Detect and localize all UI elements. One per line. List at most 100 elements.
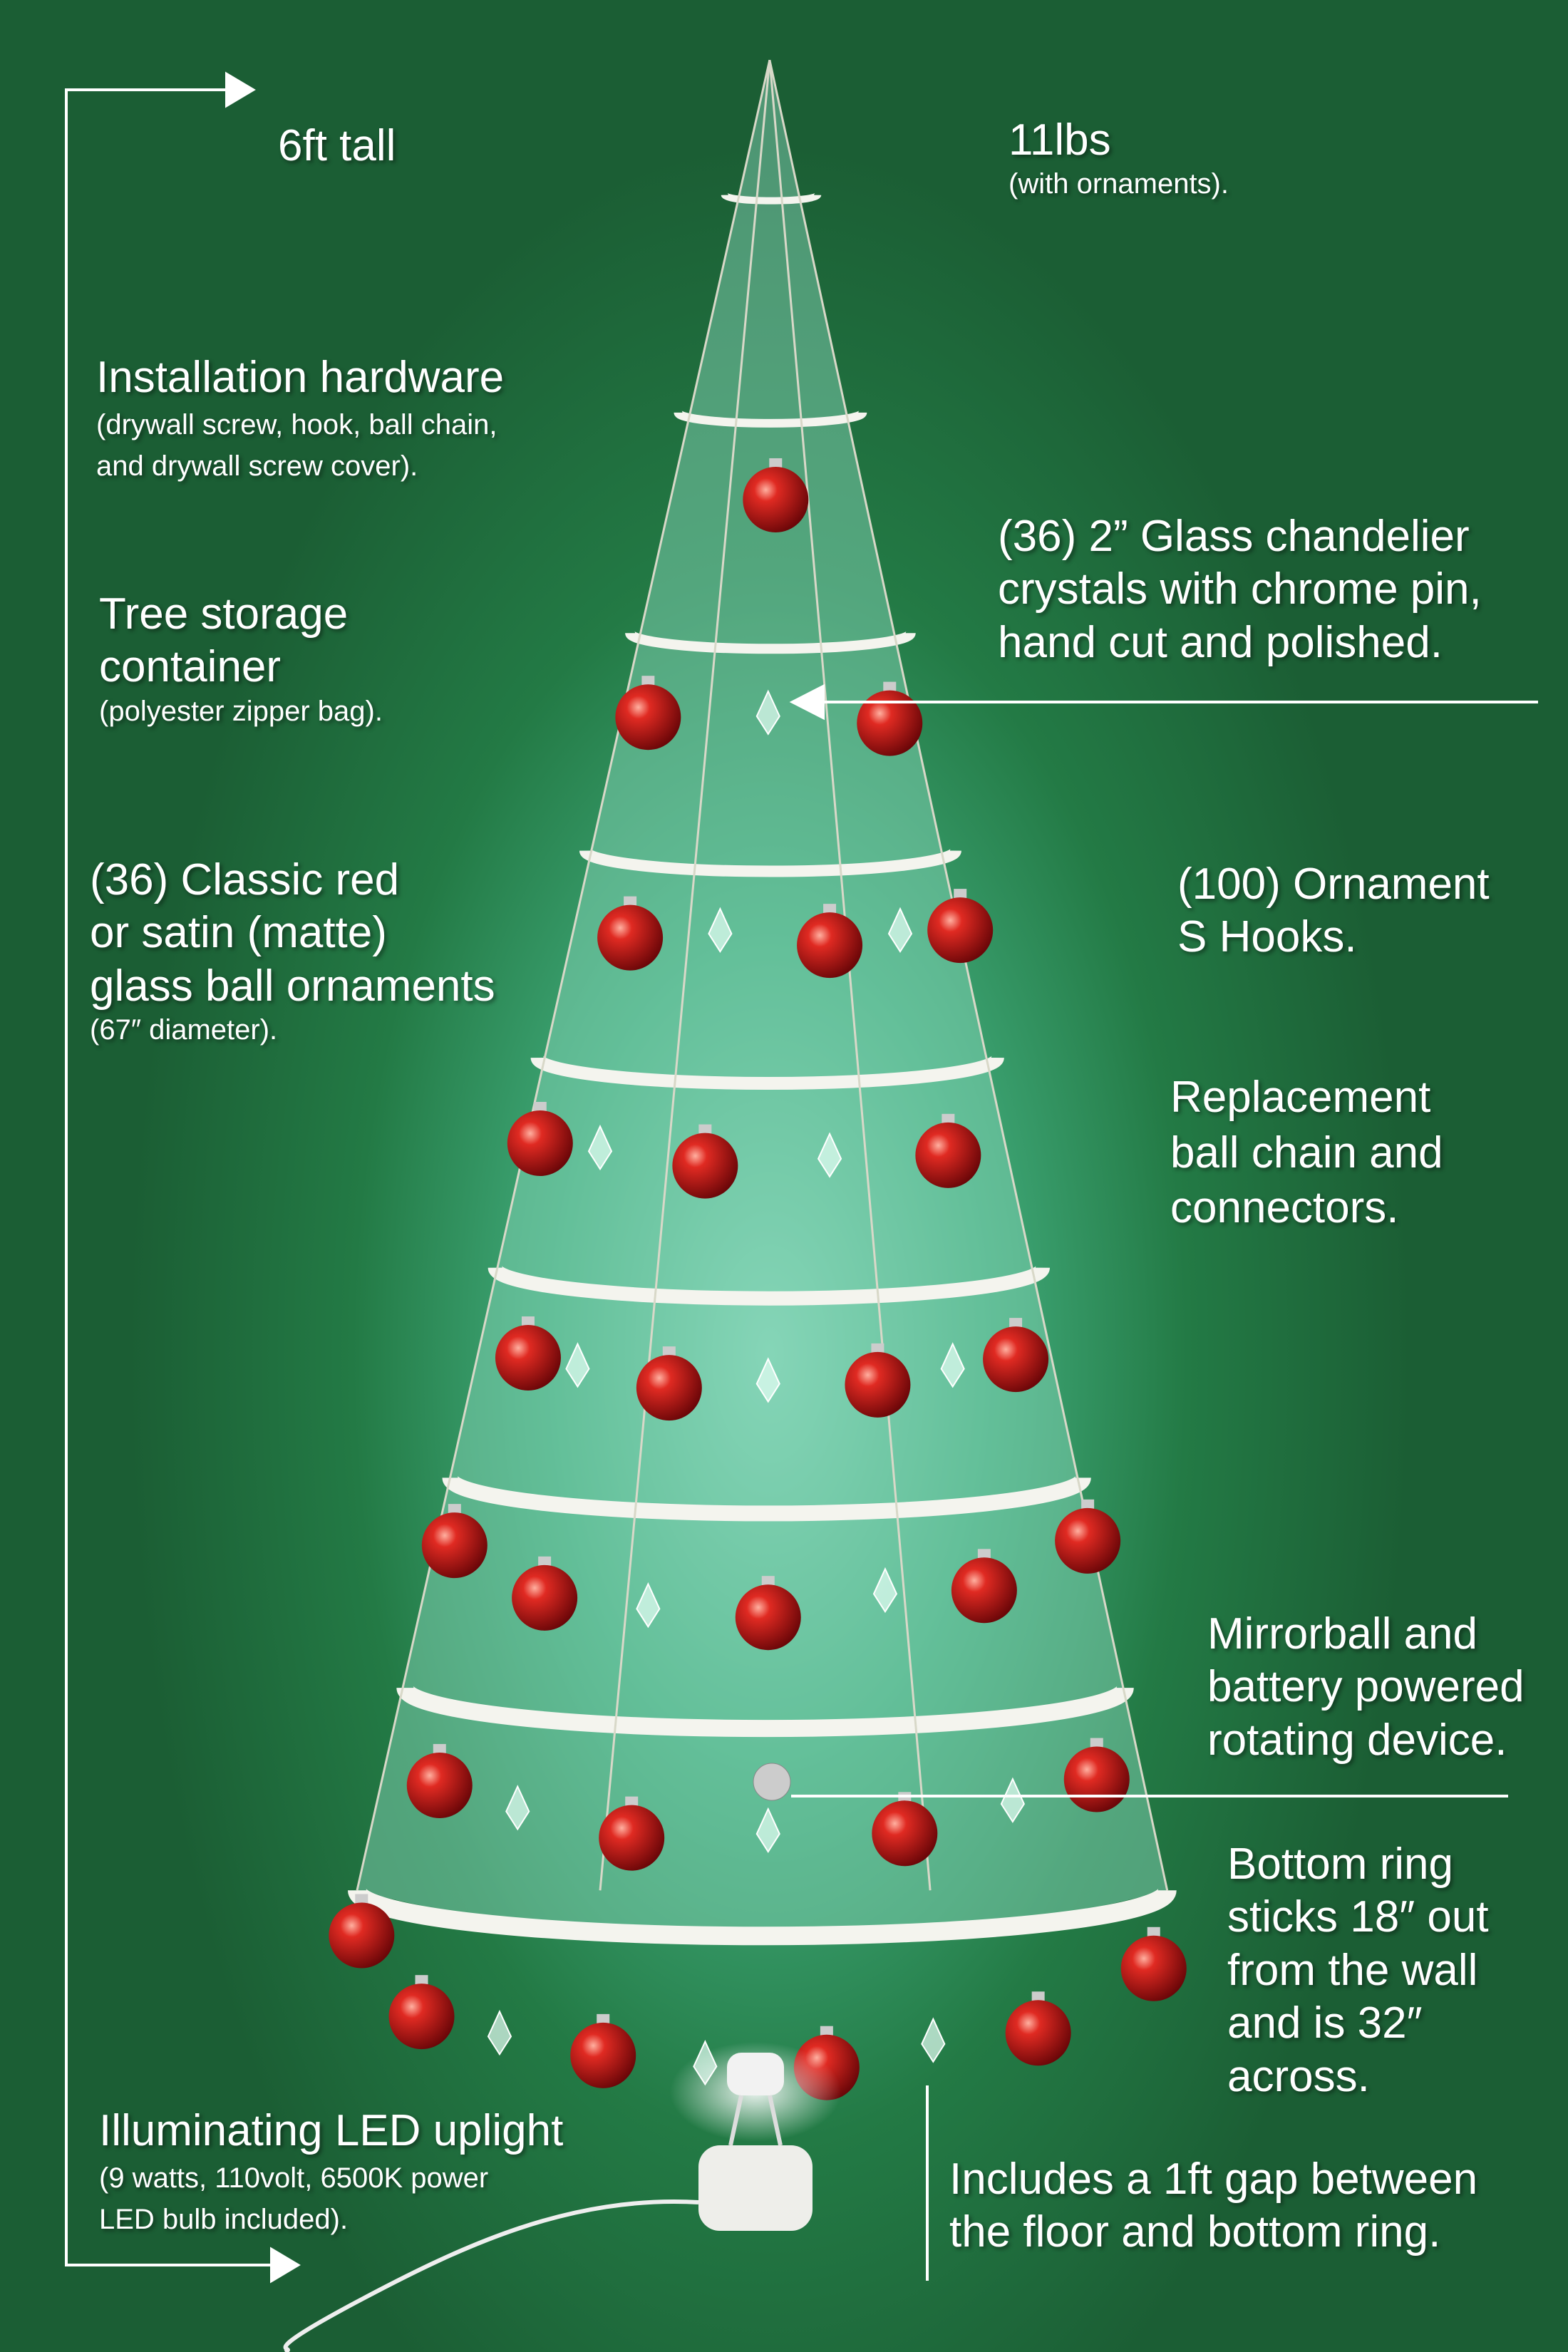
ornament-cap [769,458,783,468]
ball-chain [768,60,932,1891]
ball-chain [599,60,771,1891]
chain-block: Replacement ball chain and connectors. [1170,1070,1443,1236]
ornament-cap [415,1975,428,1986]
red-ornament-ball [927,897,994,964]
storage-detail: (polyester zipper bag). [99,695,383,727]
weight-note: (with ornaments). [1009,168,1229,200]
ornament-cap [597,2013,610,2024]
gap-block: Includes a 1ft gap between the floor and… [949,2153,1477,2259]
glass-crystal [940,1342,965,1388]
red-ornament-ball [570,2022,636,2088]
tree-cone [356,60,1167,1943]
hooks-line: S Hooks. [1177,912,1357,962]
crystals-line: (36) 2” Glass chandelier [998,512,1470,561]
mirrorball-line: Mirrorball and [1207,1609,1478,1659]
mirrorball-block: Mirrorball and battery powered rotating … [1207,1608,1525,1767]
ornaments-line: glass ball ornaments [90,961,495,1011]
gap-line: the floor and bottom ring. [949,2207,1441,2257]
uplight-title: Illuminating LED uplight [99,2106,564,2155]
hardware-block: Installation hardware (drywall screw, ho… [96,351,504,487]
red-ornament-ball [495,1325,561,1391]
red-ornament-ball [735,1584,801,1651]
tree-ring [625,631,916,654]
ornaments-block: (36) Classic red or satin (matte) glass … [90,854,495,1047]
ornaments-line: (36) Classic red [90,855,400,904]
glass-crystal [921,2017,946,2063]
ornament-cap [1147,1927,1160,1937]
red-ornament-ball [512,1564,578,1631]
ornament-cap [624,896,637,907]
annotation-lines [65,71,1538,2284]
red-ornament-ball [1005,2000,1071,2066]
red-ornament-ball [406,1752,473,1818]
tree-ring [442,1475,1091,1522]
red-ornament-ball [507,1110,573,1177]
bottom-ring-line: and is 32″ [1227,1998,1423,2048]
hooks-line: (100) Ornament [1177,860,1490,909]
ornament-cap [433,1743,446,1754]
storage-block: Tree storage container (polyester zipper… [99,588,383,728]
glass-crystal [565,1342,590,1388]
ornament-cap [533,1102,547,1113]
red-ornament-ball [1063,1746,1130,1812]
bottom-ring-line: from the wall [1227,1945,1478,1995]
ornament-cap [954,889,967,899]
tree-rings [347,192,1177,1946]
tree-ring [579,848,961,877]
red-ornament-ball [983,1326,1049,1393]
glass-crystal [817,1132,842,1178]
weight-label: 11lbs [1009,115,1111,165]
ornaments [329,458,1187,2100]
tree-cone-shape [356,60,1167,1943]
hardware-detail: and drywall screw cover). [96,450,418,483]
height-label: 6ft tall [278,121,396,170]
red-ornament-ball [599,1805,665,1871]
hardware-detail: (drywall screw, hook, ball chain, [96,409,497,441]
ornament-cap [698,1124,712,1135]
red-ornament-ball [597,904,664,971]
storage-line: Tree storage [99,589,349,639]
bottom-ring-line: across. [1227,2051,1370,2101]
red-ornament-ball [1120,1935,1187,2001]
uplight-detail: (9 watts, 110volt, 6500K power [99,2162,489,2194]
red-ornament-ball [388,1984,455,2050]
ornament-cap [823,904,837,914]
ornament-cap [871,1343,884,1353]
hooks-block: (100) Ornament S Hooks. [1177,858,1490,964]
ornament-cap [883,681,897,692]
ornament-cap [662,1346,676,1357]
ornament-cap [942,1113,955,1124]
red-ornament-ball [797,912,863,979]
ornament-cap [641,676,655,686]
ornament-cap [1081,1499,1095,1510]
red-ornament-ball [951,1557,1017,1624]
mirrorball-icon [753,1763,791,1801]
red-ornament-ball [743,466,809,532]
bottom-ring-line: Bottom ring [1227,1840,1454,1889]
ball-chain [356,59,771,1891]
hardware-title: Installation hardware [96,353,505,402]
ornament-cap [1031,1991,1045,2002]
storage-line: container [99,642,282,692]
gap-line: Includes a 1ft gap between [949,2155,1478,2204]
red-ornament-ball [421,1512,488,1579]
led-uplight-icon [283,2042,841,2352]
ball-chain [768,59,1169,1891]
red-ornament-ball [1055,1507,1121,1574]
ornaments-line: or satin (matte) [90,908,387,958]
red-ornament-ball [672,1133,738,1199]
glass-crystal [487,2009,512,2056]
crystals-block: (36) 2” Glass chandelier crystals with c… [998,510,1482,669]
tree-ring [530,1055,1004,1090]
tree-ring [347,1887,1177,1946]
ornament-cap [355,1894,368,1904]
red-ornament-ball [329,1902,395,1969]
red-ornament-ball [845,1351,911,1418]
tree-ring [721,192,822,205]
ornament-cap [820,2026,833,2036]
crystals-line: crystals with chrome pin, [998,564,1482,614]
glass-crystal [587,1124,613,1171]
ball-chains [356,59,1169,1891]
weight-block: 11lbs (with ornaments). [1009,114,1229,201]
